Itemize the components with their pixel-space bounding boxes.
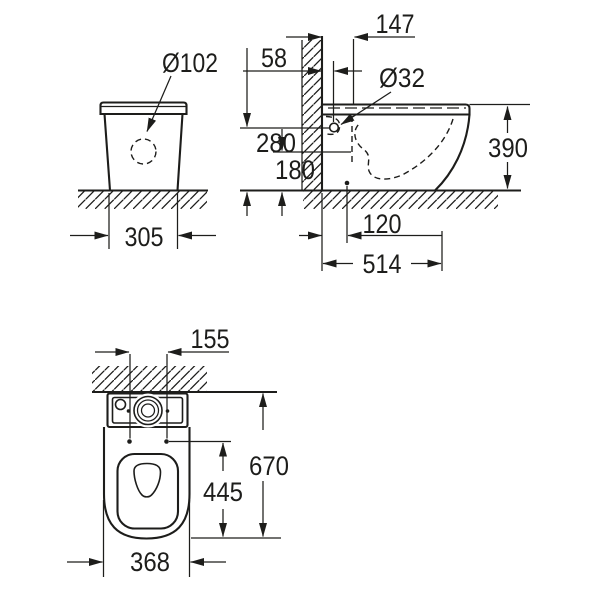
dim-514-label: 514 xyxy=(363,249,402,279)
dim-155-label: 155 xyxy=(191,324,230,354)
dim-147-label: 147 xyxy=(376,9,415,39)
leader-line-102 xyxy=(146,75,172,132)
dim-445-label: 445 xyxy=(203,477,243,507)
flush-button-mid xyxy=(136,399,160,422)
hidden-inlet-hook xyxy=(325,115,341,136)
button-clearance xyxy=(131,393,165,428)
seat-lid-profile xyxy=(320,103,471,116)
bowl-opening xyxy=(133,462,162,498)
bowl-front-curve xyxy=(434,114,471,192)
tank-body xyxy=(103,112,184,191)
dim-390-label: 390 xyxy=(488,133,528,163)
floor-hatch xyxy=(303,191,498,209)
seat-hole-left xyxy=(127,439,132,444)
dim-32-label: Ø32 xyxy=(379,63,425,93)
dim-102-label: Ø102 xyxy=(162,48,218,78)
dim-280-label: 280 xyxy=(256,128,296,158)
inlet-circle xyxy=(114,398,127,411)
cistern-lid xyxy=(99,101,188,116)
leader-line-32 xyxy=(340,91,392,126)
seat-outline xyxy=(116,452,180,530)
floor-hatch xyxy=(78,191,207,209)
dim-120-label: 120 xyxy=(363,209,402,239)
side-view: Ø32 147 58 280 180 390 120 xyxy=(240,9,530,279)
inlet-hole xyxy=(328,122,340,133)
flush-button-inner xyxy=(140,403,156,418)
seat-hole-right xyxy=(164,439,169,444)
dim-670-label: 670 xyxy=(249,451,289,481)
dim-368-label: 368 xyxy=(130,547,170,577)
flush-button-outer xyxy=(133,395,163,426)
top-view: 155 445 670 368 xyxy=(67,324,289,577)
dim-58-label: 58 xyxy=(261,43,287,73)
outlet-point xyxy=(344,180,350,186)
dim-180-label: 180 xyxy=(275,155,315,185)
front-view: Ø102 305 xyxy=(70,48,218,252)
wall-hatch xyxy=(92,366,207,391)
flush-hole-circle xyxy=(130,138,157,165)
wall-hatch xyxy=(302,40,322,191)
hidden-bowl-interior xyxy=(354,118,454,180)
dim-305-label: 305 xyxy=(125,222,164,252)
